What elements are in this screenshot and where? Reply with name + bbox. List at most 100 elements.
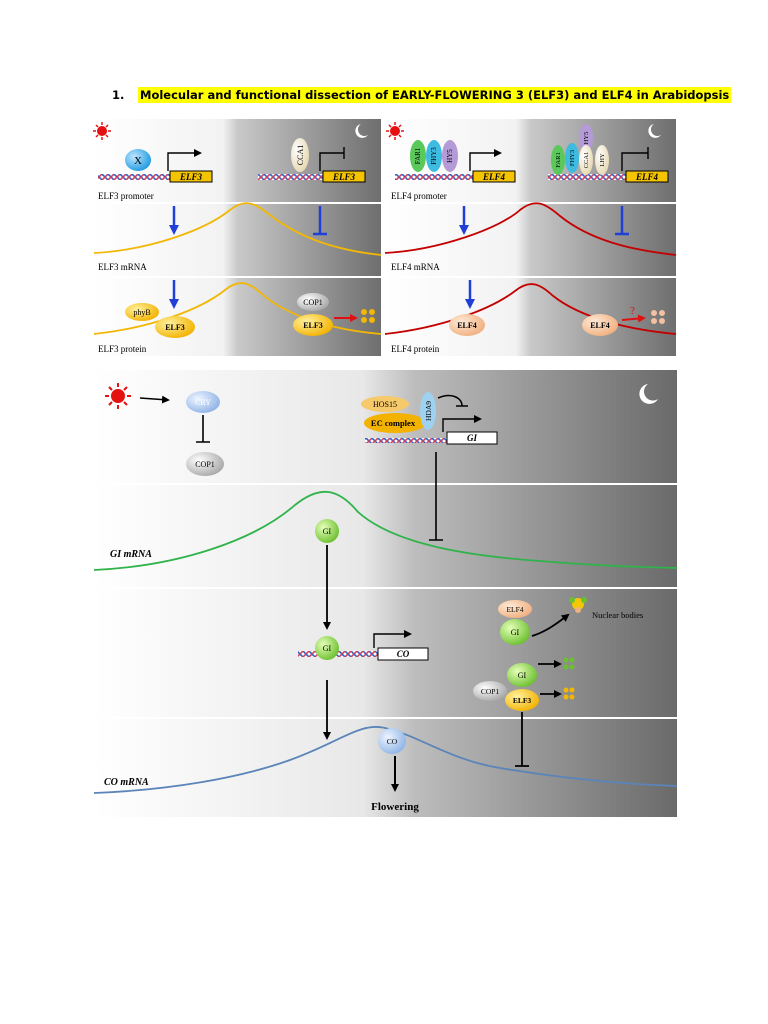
ec-represses-gi bbox=[429, 452, 443, 541]
elf3-dna-right bbox=[258, 174, 323, 180]
nuclear-bodies-label: Nuclear bodies bbox=[592, 610, 643, 620]
elf3-degradation-dots bbox=[361, 309, 375, 323]
elf3-repression-bar bbox=[319, 147, 345, 171]
elf4-protein-bubble-left bbox=[449, 314, 485, 336]
far1-label-right: FAR1 bbox=[555, 152, 562, 167]
elf4-protein-label: ELF4 protein bbox=[391, 344, 440, 354]
gi-bubble-degrade bbox=[507, 663, 537, 687]
elf4-question-mark: ? bbox=[630, 305, 635, 317]
elf3-mrna-label: ELF3 mRNA bbox=[98, 262, 147, 272]
elf3-mrna-blue-repress bbox=[313, 206, 327, 236]
gi-co-panel: CRY COP1 EC complex HOS15 HDA9 GI GI mRN… bbox=[93, 370, 678, 817]
elf3-dna-left bbox=[98, 174, 170, 180]
fhy3-label-left: FHY3 bbox=[430, 147, 438, 165]
cca1-bubble-elf4 bbox=[579, 145, 593, 175]
elf4-gene-box-left bbox=[472, 170, 516, 183]
hda9-label: HDA9 bbox=[424, 401, 433, 421]
cry-label: CRY bbox=[195, 398, 211, 407]
co-gene-label: CO bbox=[397, 649, 410, 659]
hda9-bubble bbox=[420, 392, 436, 430]
lhy-bubble bbox=[595, 145, 609, 175]
elf3-represses-co bbox=[515, 712, 529, 767]
elf4-repression-bar bbox=[621, 147, 649, 171]
hy5-bubble-left bbox=[442, 140, 458, 172]
gi-gene-box bbox=[446, 431, 498, 445]
co-mrna-label: CO mRNA bbox=[104, 777, 149, 788]
elf4-gene-label-left: ELF4 bbox=[482, 172, 506, 182]
moon-icon bbox=[648, 124, 661, 138]
co-dna bbox=[298, 651, 378, 657]
cop1-bubble bbox=[186, 452, 224, 476]
cca1-label-elf4: CCA1 bbox=[583, 152, 590, 169]
elf3-protein-label-left: ELF3 bbox=[165, 323, 185, 332]
elf3-mrna-curve bbox=[93, 202, 382, 256]
fhy3-bubble-left bbox=[426, 140, 442, 172]
elf3-label: ELF3 bbox=[513, 696, 532, 705]
gi-mrna-curve bbox=[93, 491, 678, 571]
elf3-protein-label: ELF3 protein bbox=[98, 344, 147, 354]
gi-protein-label-dna: GI bbox=[323, 644, 332, 653]
heading-title: Molecular and functional dissection of E… bbox=[138, 87, 732, 103]
phyb-bubble bbox=[125, 303, 159, 321]
sun-icon bbox=[93, 122, 111, 140]
cca1-label: CCA1 bbox=[296, 145, 305, 165]
elf3-bubble bbox=[505, 689, 539, 711]
phyb-label: phyB bbox=[133, 308, 150, 317]
to-nuclear-bodies-arrow bbox=[531, 613, 570, 637]
cop1-label-b: COP1 bbox=[481, 687, 500, 696]
elf4-panel: FAR1 FHY3 HY5 ELF4 FAR1 FHY3 HY5 CCA1 LH… bbox=[384, 119, 677, 356]
elf4-degradation-dots bbox=[651, 310, 665, 324]
cry-bubble bbox=[186, 391, 220, 413]
hos15-bubble bbox=[361, 396, 409, 412]
elf3-protein-bubble-left bbox=[155, 316, 195, 338]
cop1-bubble-elf3 bbox=[297, 293, 329, 311]
sun-icon bbox=[386, 122, 404, 140]
cop1-label-elf3: COP1 bbox=[303, 298, 323, 307]
elf4-bubble bbox=[498, 600, 532, 618]
gi-protein-label-top: GI bbox=[323, 527, 332, 536]
lhy-label: LHY bbox=[599, 153, 606, 167]
far1-label-left: FAR1 bbox=[414, 147, 422, 164]
gi-bubble-elf4 bbox=[500, 619, 530, 645]
elf3-gene-label-right: ELF3 bbox=[332, 172, 356, 182]
elf4-protein-bubble-right bbox=[582, 314, 618, 336]
hy5-bubble-right bbox=[579, 124, 593, 152]
hy5-label-right: HY5 bbox=[583, 132, 590, 145]
elf3-protein-label-right: ELF3 bbox=[303, 321, 323, 330]
gi-gene-label: GI bbox=[467, 433, 477, 443]
moon-icon bbox=[639, 384, 658, 404]
ec-complex-label: EC complex bbox=[371, 418, 416, 428]
gi-degradation-dots bbox=[563, 657, 575, 670]
hy5-label-left: HY5 bbox=[446, 149, 454, 163]
co-protein-label: CO bbox=[387, 737, 398, 746]
cca1-bubble bbox=[291, 138, 309, 172]
elf4-protein-label-right: ELF4 bbox=[590, 321, 610, 330]
elf3-gene-box-right bbox=[322, 170, 366, 183]
elf3-protein-bubble-right bbox=[293, 314, 333, 336]
cop1-bubble-b bbox=[473, 681, 507, 701]
elf4-dna-left bbox=[395, 174, 473, 180]
hda9-repression-mark bbox=[437, 394, 468, 407]
fhy3-label-right: FHY3 bbox=[569, 150, 576, 166]
far1-bubble-right bbox=[551, 145, 565, 175]
cop1-label: COP1 bbox=[195, 460, 215, 469]
elf3-gene-box-left bbox=[169, 170, 213, 183]
elf3-activation-arrow bbox=[167, 149, 202, 171]
elf4-activation-arrow bbox=[469, 149, 502, 171]
elf4-mrna-label: ELF4 mRNA bbox=[391, 262, 440, 272]
elf3-promoter-label: ELF3 promoter bbox=[98, 191, 154, 201]
light-to-cry-arrow bbox=[139, 395, 170, 404]
page-heading: 1. Molecular and functional dissection of… bbox=[112, 87, 732, 103]
gi-transcription-arrow bbox=[442, 415, 482, 432]
flowering-label: Flowering bbox=[371, 801, 419, 813]
elf4-promoter-label: ELF4 promoter bbox=[391, 191, 447, 201]
gi-label-degrade: GI bbox=[518, 671, 527, 680]
gi-dna bbox=[365, 438, 447, 443]
elf3-panel: X ELF3 CCA1 ELF3 ELF3 promoter ELF3 mRNA… bbox=[93, 119, 382, 356]
gi-protein-bubble-dna bbox=[315, 636, 339, 660]
cry-inhibits-cop1 bbox=[196, 415, 210, 443]
heading-number: 1. bbox=[112, 88, 125, 102]
gi-protein-bubble-top bbox=[315, 519, 339, 543]
elf3-gene-label-left: ELF3 bbox=[179, 172, 203, 182]
